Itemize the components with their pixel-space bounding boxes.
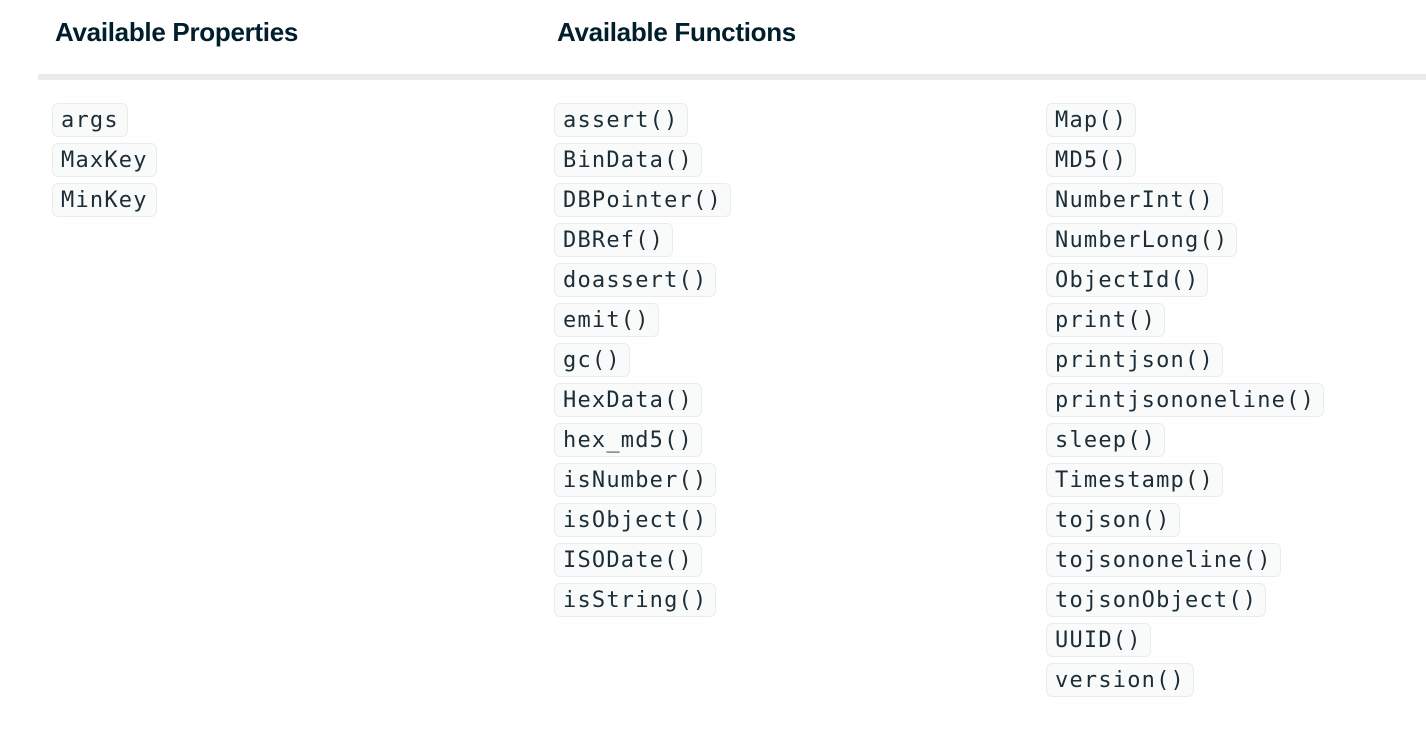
code-chip: MaxKey: [52, 143, 157, 177]
code-chip: print(): [1046, 303, 1166, 337]
code-chip: DBRef(): [554, 223, 674, 257]
available-properties-header: Available Properties: [55, 17, 299, 47]
code-chip: assert(): [554, 103, 688, 137]
code-chip: NumberLong(): [1046, 223, 1238, 257]
code-chip: args: [52, 103, 128, 137]
functions-list-column-2: Map() MD5() NumberInt() NumberLong() ObjectI…: [1046, 103, 1325, 697]
code-chip: gc(): [554, 343, 630, 377]
code-chip: UUID(): [1046, 623, 1151, 657]
header-divider: [38, 74, 1426, 80]
code-chip: hex_md5(): [554, 423, 703, 457]
code-chip: tojson(): [1046, 503, 1180, 537]
code-chip: isObject(): [554, 503, 717, 537]
table-header-row: Available Properties Available Functions: [0, 0, 1426, 45]
code-chip: ISODate(): [554, 543, 703, 577]
code-chip: isString(): [554, 583, 717, 617]
code-chip: doassert(): [554, 263, 717, 297]
code-chip: BinData(): [554, 143, 703, 177]
code-chip: printjsononeline(): [1046, 383, 1325, 417]
code-chip: tojsononeline(): [1046, 543, 1281, 577]
code-chip: NumberInt(): [1046, 183, 1223, 217]
code-chip: tojsonObject(): [1046, 583, 1267, 617]
code-chip: emit(): [554, 303, 659, 337]
code-chip: MinKey: [52, 183, 157, 217]
code-chip: DBPointer(): [554, 183, 731, 217]
code-chip: sleep(): [1046, 423, 1166, 457]
available-functions-header: Available Functions: [557, 17, 796, 47]
shell-api-reference-table: Available Properties Available Functions…: [0, 0, 1426, 697]
functions-list-column-1: assert() BinData() DBPointer() DBRef() doass…: [554, 103, 1046, 617]
code-chip: Timestamp(): [1046, 463, 1223, 497]
code-chip: isNumber(): [554, 463, 717, 497]
code-chip: MD5(): [1046, 143, 1137, 177]
code-chip: HexData(): [554, 383, 703, 417]
code-chip: printjson(): [1046, 343, 1223, 377]
code-chip: version(): [1046, 663, 1195, 697]
code-chip: Map(): [1046, 103, 1137, 137]
code-chip: ObjectId(): [1046, 263, 1209, 297]
